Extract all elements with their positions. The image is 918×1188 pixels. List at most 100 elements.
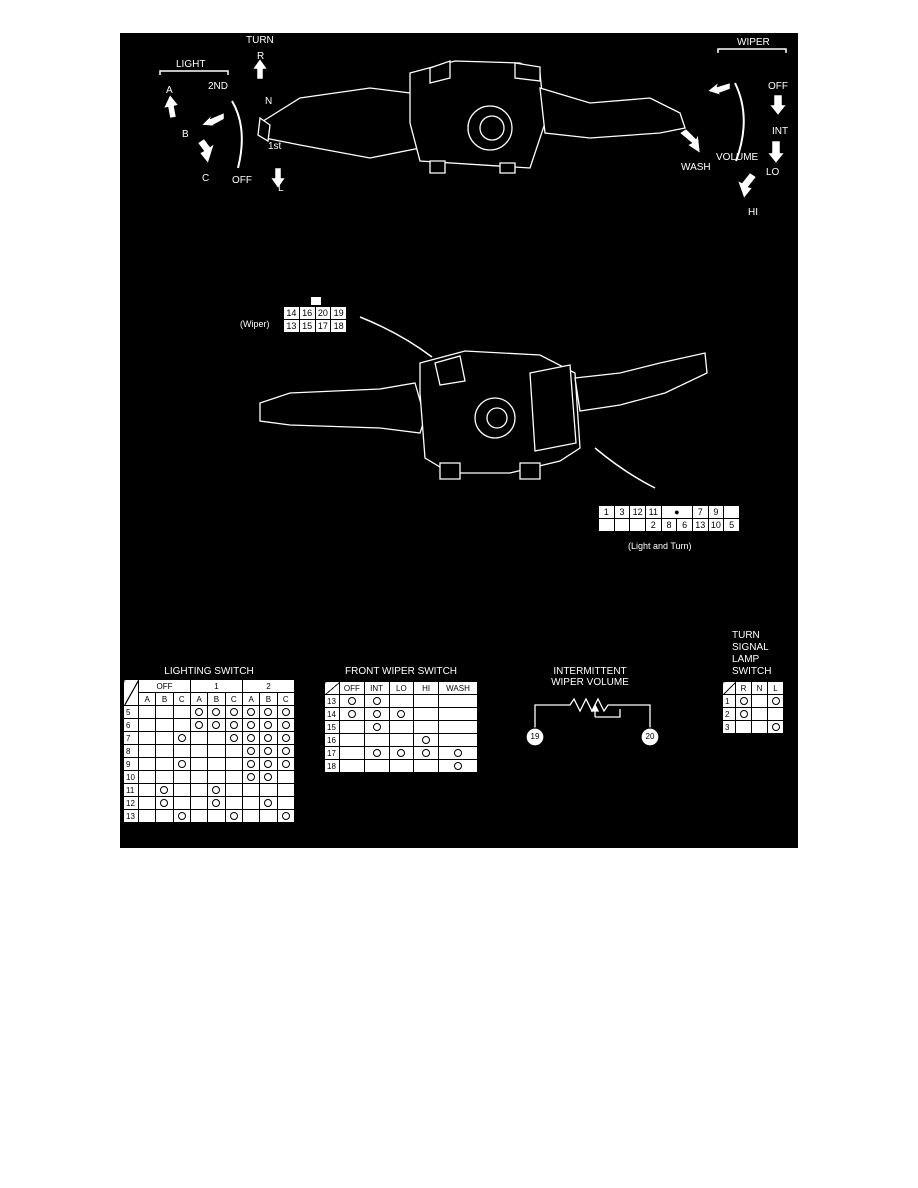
switch-cell	[207, 783, 226, 797]
table-row: 15	[324, 720, 478, 734]
table-row: 12	[123, 796, 296, 810]
switch-cell	[172, 705, 191, 719]
continuity-dot	[281, 734, 290, 743]
switch-cell	[413, 694, 439, 708]
label-hi: HI	[748, 207, 758, 218]
switch-cell	[276, 718, 296, 732]
switch-cell	[388, 759, 415, 773]
table-row: 7	[123, 731, 296, 745]
label-first: 1st	[268, 141, 282, 152]
switch-cell	[241, 796, 261, 810]
switch-cell	[155, 770, 174, 784]
terminal-number: 1	[722, 694, 736, 708]
continuity-dot	[264, 721, 273, 730]
arrow-2nd	[201, 112, 225, 127]
switch-cell	[224, 744, 243, 758]
switch-cell	[241, 770, 261, 784]
continuity-dot	[195, 721, 204, 730]
label-wiper-off: OFF	[768, 81, 788, 92]
switch-cell	[363, 694, 390, 708]
wiper-connector-label: (Wiper)	[240, 319, 270, 329]
top-switch-body	[257, 60, 686, 174]
continuity-dot	[177, 760, 186, 769]
continuity-dot	[422, 749, 431, 758]
pin-20: 20	[645, 732, 655, 741]
switch-cell	[276, 744, 296, 758]
switch-cell	[413, 707, 439, 721]
switch-cell	[207, 796, 226, 810]
front-wiper-title: FRONT WIPER SWITCH	[344, 666, 458, 677]
pin: 1	[598, 505, 615, 519]
switch-cell	[751, 707, 768, 721]
pin: 8	[660, 518, 678, 532]
switch-cell	[137, 770, 157, 784]
turn-signal-title-1: TURN	[732, 630, 760, 641]
switch-cell	[735, 707, 752, 721]
continuity-dot	[397, 749, 406, 758]
switch-cell	[388, 694, 415, 708]
switch-cell	[751, 694, 768, 708]
switch-cell	[259, 770, 278, 784]
pin: 9	[707, 505, 725, 519]
switch-cell	[137, 796, 157, 810]
pin-key: ●	[660, 505, 693, 519]
switch-cell	[207, 809, 226, 823]
switch-cell	[259, 783, 278, 797]
switch-cell	[207, 770, 226, 784]
switch-cell	[224, 796, 243, 810]
switch-cell	[735, 720, 752, 734]
column-header: A	[137, 692, 157, 706]
switch-cell	[172, 783, 191, 797]
switch-cell	[276, 705, 296, 719]
wiper-connector: 14 16 20 19 13 15 17 18	[283, 306, 347, 333]
switch-cell	[172, 757, 191, 771]
label-wash: WASH	[681, 162, 711, 173]
pin: 13	[691, 518, 709, 532]
switch-cell	[388, 746, 415, 760]
group-header: OFF	[138, 679, 191, 693]
continuity-dot	[281, 747, 290, 756]
intermittent-schematic	[525, 697, 660, 747]
switch-cell	[137, 744, 157, 758]
switch-cell	[224, 731, 243, 745]
switch-cell	[276, 796, 296, 810]
light-connector-bottom-row: 2 8 6 13 10 5	[598, 518, 740, 532]
column-header: C	[276, 692, 296, 706]
table-row: 14	[324, 707, 478, 721]
turn-signal-title-2: SIGNAL	[732, 642, 769, 653]
terminal-number: 13	[123, 809, 139, 823]
table-row: 13	[324, 694, 478, 708]
switch-cell	[751, 720, 768, 734]
terminal-number: 9	[123, 757, 139, 771]
switch-cell	[155, 705, 174, 719]
continuity-dot	[212, 786, 221, 795]
label-turn-l: L	[278, 183, 284, 194]
switch-cell	[438, 694, 478, 708]
table-row: 1	[722, 694, 784, 708]
table-row: 9	[123, 757, 296, 771]
table-row: 6	[123, 718, 296, 732]
continuity-dot	[177, 812, 186, 821]
column-header: C	[172, 692, 191, 706]
arrow-wiper-off	[769, 94, 787, 116]
column-header: OFF	[339, 681, 365, 695]
terminal-number: 18	[324, 759, 340, 773]
continuity-dot	[347, 710, 356, 719]
continuity-dot	[281, 721, 290, 730]
table-row: 2	[722, 707, 784, 721]
switch-cell	[363, 759, 390, 773]
table-row: 8	[123, 744, 296, 758]
switch-cell	[137, 783, 157, 797]
terminal-number: 12	[123, 796, 139, 810]
table-row: 18	[324, 759, 478, 773]
switch-cell	[241, 783, 261, 797]
continuity-dot	[739, 697, 748, 706]
switch-cell	[224, 770, 243, 784]
continuity-dot	[177, 734, 186, 743]
turn-signal-title-3: LAMP	[732, 654, 760, 665]
label-pos-b: B	[182, 129, 189, 140]
arrow-turn-r	[252, 58, 268, 80]
